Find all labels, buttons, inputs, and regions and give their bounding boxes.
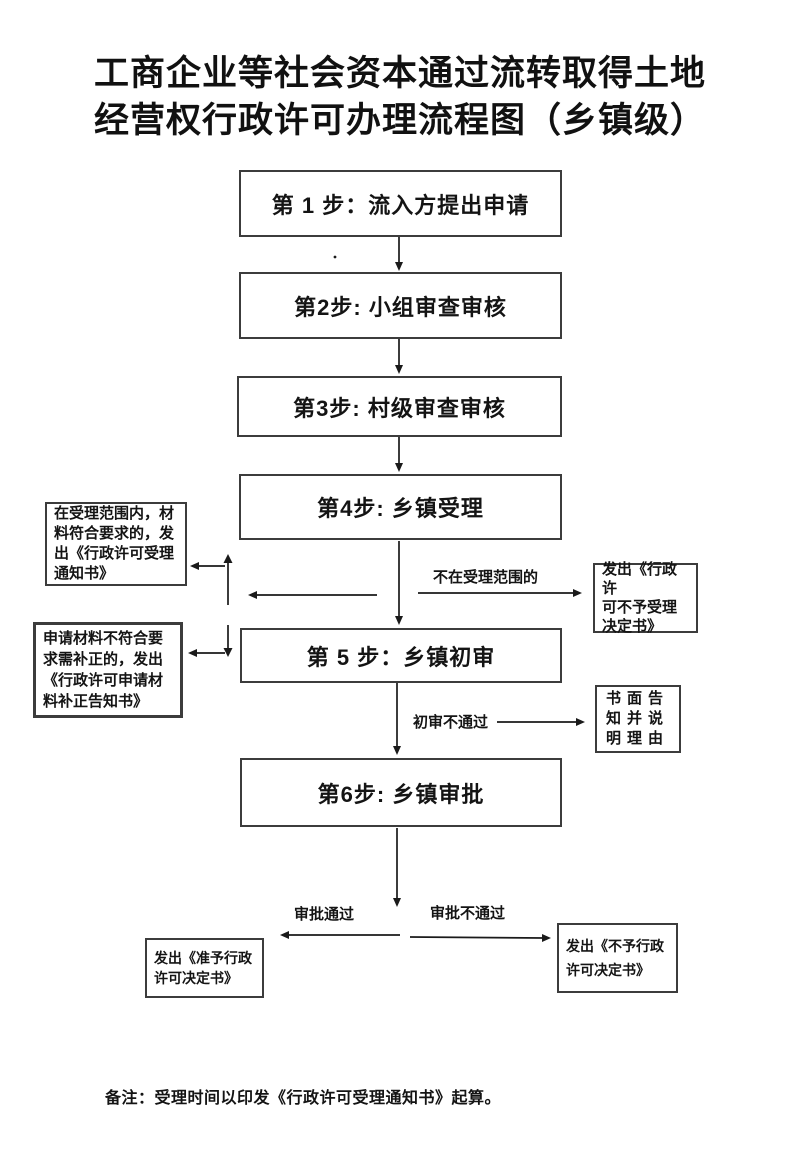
reject-accept-text: 发出《行政许 可不予受理 决定书》	[602, 561, 678, 635]
grant-decision-text: 发出《准予行政 许可决定书》	[154, 950, 252, 986]
step-6-label: 第6步: 乡镇审批	[317, 781, 485, 807]
speck-artifact	[333, 255, 337, 259]
arrow-approval-fail	[409, 933, 551, 942]
reject-accept-box: 发出《行政许 可不予受理 决定书》	[593, 561, 698, 635]
grant-decision-box: 发出《准予行政 许可决定书》	[145, 938, 264, 998]
accept-notice-text: 在受理范围内，材 料符合要求的，发 出《行政许可受理 通知书》	[54, 505, 175, 582]
step-box-4: 第4步: 乡镇受理	[239, 474, 562, 540]
label-initial-review-fail: 初审不通过	[413, 714, 489, 731]
supplement-notice-text: 申请材料不符合要 求需补正的，发出 《行政许可申请材 料补正告知书》	[43, 630, 164, 710]
supplement-notice-box: 申请材料不符合要 求需补正的，发出 《行政许可申请材 料补正告知书》	[33, 622, 183, 718]
step-5-label: 第 5 步：乡镇初审	[306, 644, 496, 670]
step-box-6: 第6步: 乡镇审批	[240, 758, 562, 827]
label-approval-pass: 审批通过	[294, 906, 355, 923]
label-approval-fail: 审批不通过	[430, 905, 506, 922]
written-reason-text: 书面告 知并说 明理由	[606, 690, 670, 747]
step-3-label: 第3步: 村级审查审核	[293, 395, 506, 421]
step-4-label: 第4步: 乡镇受理	[317, 496, 484, 521]
step-box-1: 第 1 步：流入方提出申请	[239, 170, 562, 237]
deny-decision-text: 发出《不予行政 许可决定书》	[566, 938, 664, 978]
step-2-label: 第2步: 小组审查审核	[294, 294, 507, 320]
page-title: 工商企业等社会资本通过流转取得土地 经营权行政许可办理流程图（乡镇级）	[0, 50, 800, 144]
label-not-in-scope: 不在受理范围的	[433, 569, 539, 586]
step-box-2: 第2步: 小组审查审核	[239, 272, 562, 339]
step-box-5: 第 5 步：乡镇初审	[240, 628, 562, 683]
arrowhead-down-icon	[223, 648, 233, 657]
written-reason-box: 书面告 知并说 明理由	[595, 685, 681, 753]
deny-decision-box: 发出《不予行政 许可决定书》	[557, 923, 678, 993]
step-box-3: 第3步: 村级审查审核	[237, 376, 562, 437]
footnote: 备注：受理时间以印发《行政许可受理通知书》起算。	[105, 1090, 502, 1107]
arrowhead-up-icon	[223, 554, 233, 563]
accept-notice-box: 在受理范围内，材 料符合要求的，发 出《行政许可受理 通知书》	[45, 502, 187, 586]
step-1-label: 第 1 步：流入方提出申请	[271, 192, 530, 218]
title-line-1: 工商企业等社会资本通过流转取得土地	[93, 54, 706, 93]
title-line-2: 经营权行政许可办理流程图（乡镇级）	[93, 101, 706, 140]
